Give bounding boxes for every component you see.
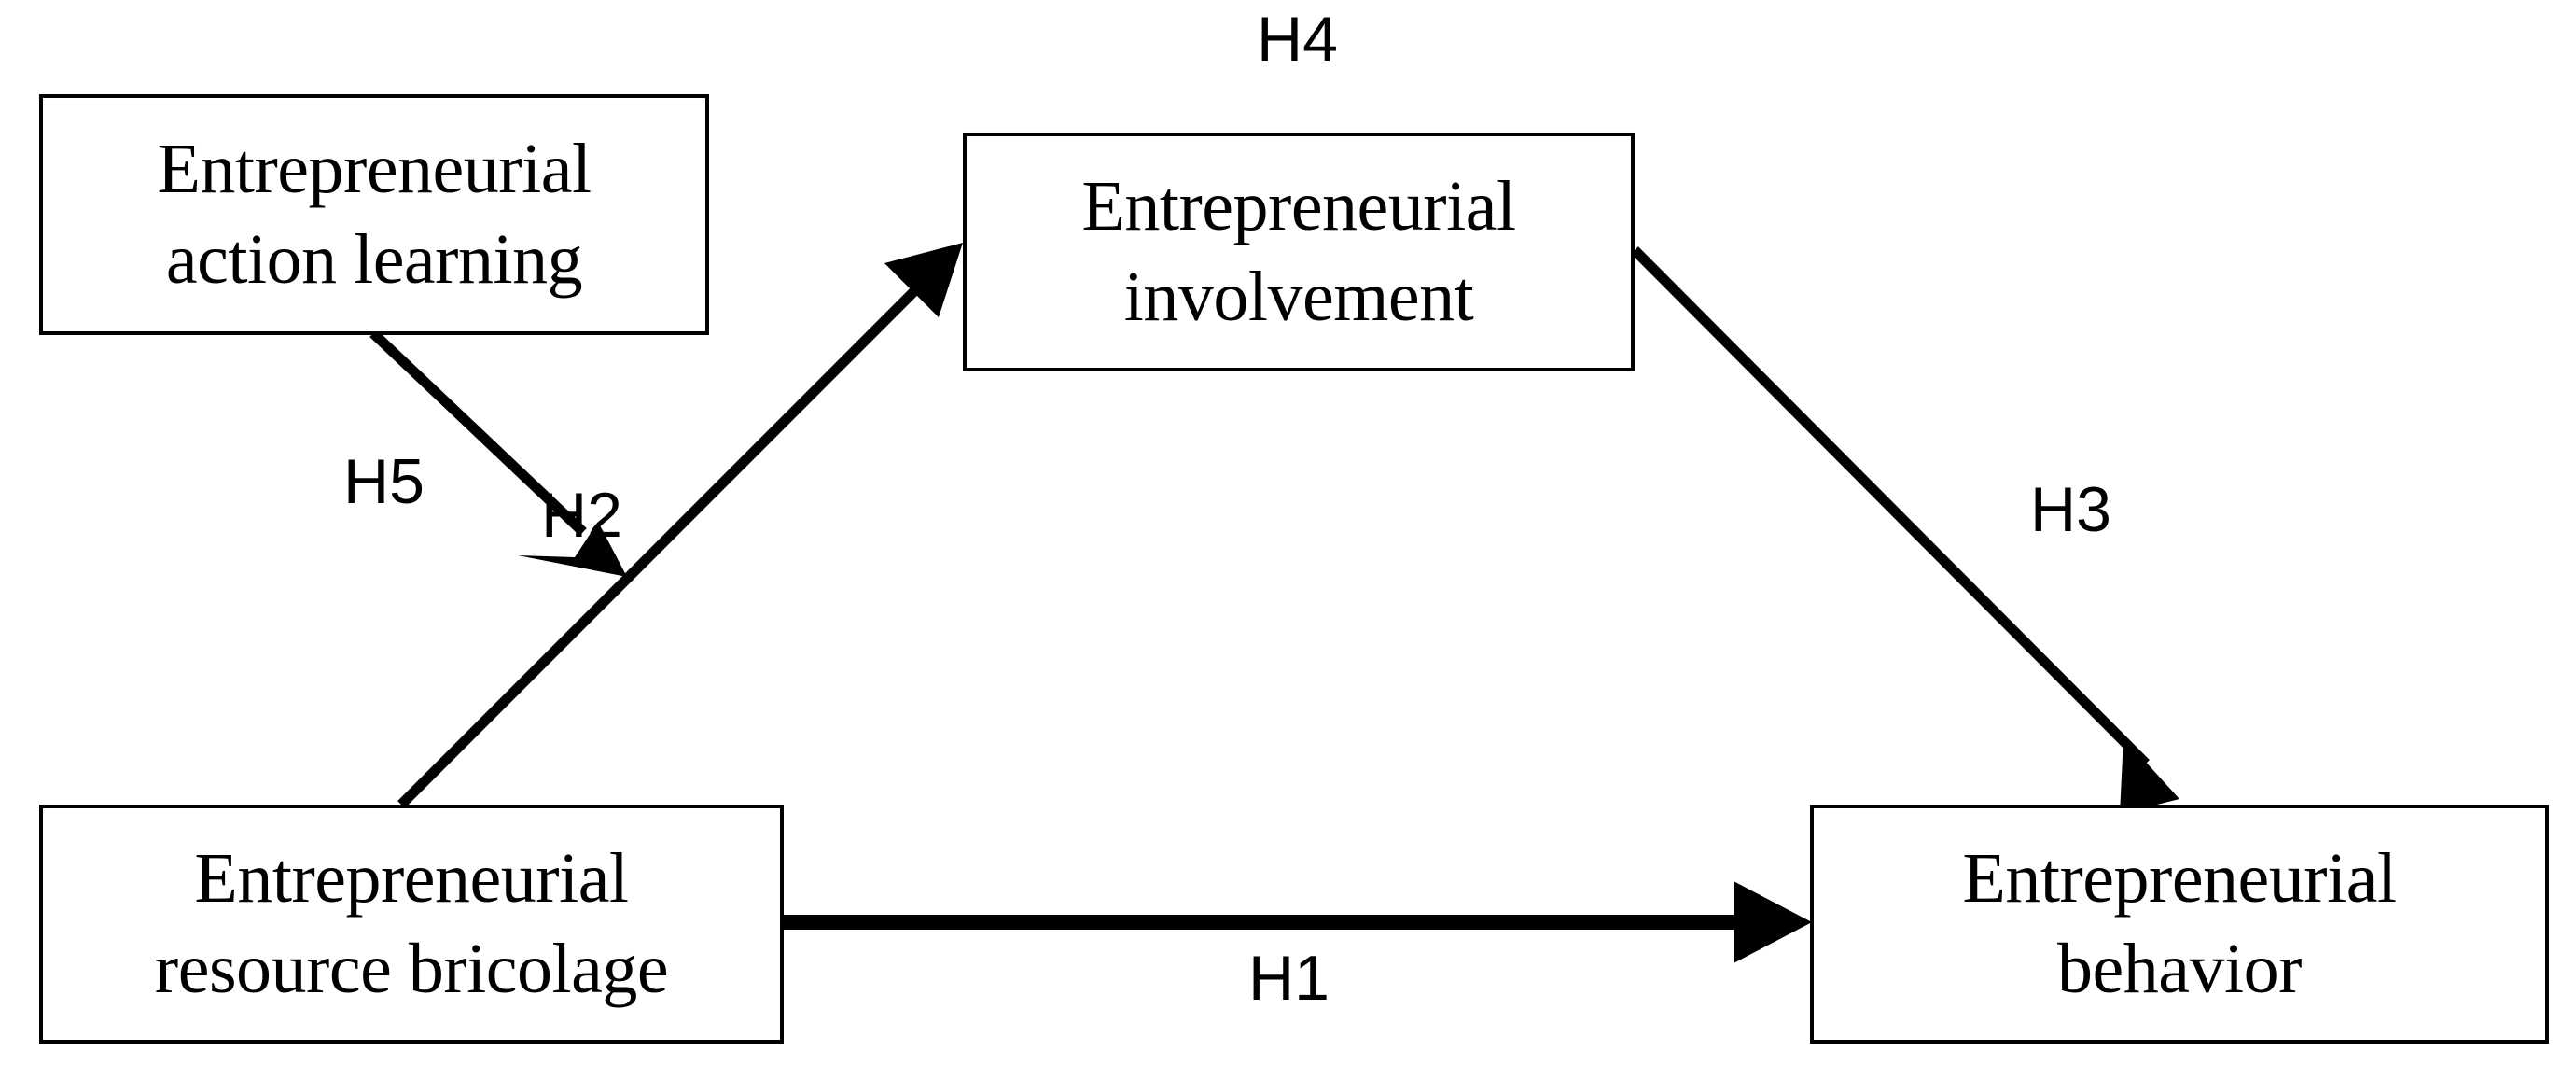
node-label: Entrepreneurial involvement <box>1081 166 1516 336</box>
node-entrepreneurial-behavior[interactable]: Entrepreneurial behavior <box>1810 805 2549 1044</box>
node-entrepreneurial-resource-bricolage[interactable]: Entrepreneurial resource bricolage <box>39 805 784 1044</box>
hypothesis-label-h3: H3 <box>2030 474 2111 545</box>
hypothesis-label-h1: H1 <box>1248 943 1330 1014</box>
hypothesis-label-h4: H4 <box>1257 4 1338 75</box>
node-label: Entrepreneurial resource bricolage <box>154 838 669 1008</box>
h2-arrow <box>397 243 963 808</box>
node-label: Entrepreneurial behavior <box>1962 838 2397 1008</box>
node-label: Entrepreneurial action learning <box>157 129 592 299</box>
h1-arrow <box>784 881 1812 963</box>
node-entrepreneurial-action-learning[interactable]: Entrepreneurial action learning <box>39 94 709 335</box>
node-entrepreneurial-involvement[interactable]: Entrepreneurial involvement <box>963 133 1635 371</box>
h5-arrow <box>369 329 627 577</box>
hypothesis-label-h2: H2 <box>541 480 622 551</box>
hypothesis-label-h5: H5 <box>343 446 425 517</box>
h3-arrow <box>1631 246 2179 814</box>
